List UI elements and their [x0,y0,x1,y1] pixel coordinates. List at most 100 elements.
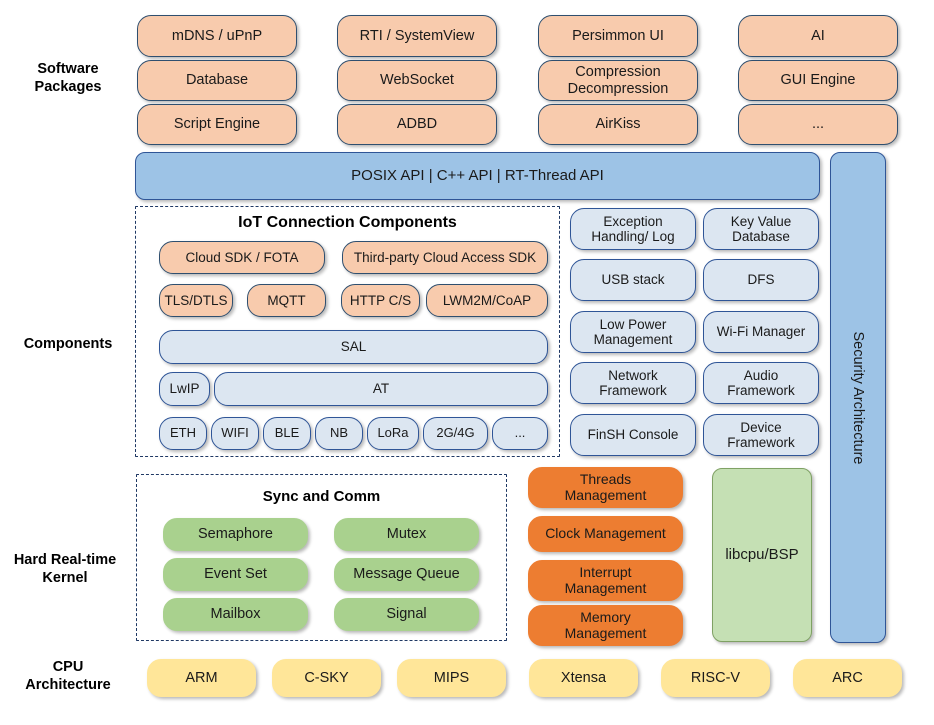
package-persimmon-ui[interactable]: Persimmon UI [538,15,698,57]
kernel-threads-management-line2: Management [564,486,647,503]
iot-link-lora[interactable]: LoRa [367,417,419,450]
row-label-software-packages: Software Packages [6,60,130,96]
iot-link-wifi[interactable]: WIFI [211,417,259,450]
package-adbd-label: ADBD [396,116,438,133]
component-exception-handling-log[interactable]: Exception Handling/ Log [570,208,696,250]
component-network-framework[interactable]: Network Framework [570,362,696,404]
component-wifi-manager[interactable]: Wi-Fi Manager [703,311,819,353]
iot-sal-layer[interactable]: SAL [159,330,548,364]
package-rti-systemview[interactable]: RTI / SystemView [337,15,497,57]
package-gui-engine-label: GUI Engine [780,72,856,89]
kernel-interrupt-management[interactable]: Interrupt Management [528,560,683,601]
package-websocket[interactable]: WebSocket [337,60,497,101]
iot-cloud-sdk-fota-label: Cloud SDK / FOTA [185,249,299,265]
iot-link-more[interactable]: ... [492,417,548,450]
iot-third-party-cloud-sdk-label: Third-party Cloud Access SDK [353,249,537,265]
iot-link-ble[interactable]: BLE [263,417,311,450]
iot-protocol-lwm2m-coap[interactable]: LWM2M/CoAP [426,284,548,317]
kernel-signal[interactable]: Signal [334,598,479,631]
iot-link-eth[interactable]: ETH [159,417,207,450]
component-low-power-management-line2: Management [593,332,673,347]
component-key-value-database-line2: Database [732,229,790,244]
cpu-xtensa[interactable]: Xtensa [529,659,638,697]
row-label-components: Components [6,335,130,353]
iot-third-party-cloud-sdk[interactable]: Third-party Cloud Access SDK [342,241,548,274]
kernel-semaphore[interactable]: Semaphore [163,518,308,551]
kernel-signal-label: Signal [386,606,427,623]
package-more[interactable]: ... [738,104,898,145]
package-database[interactable]: Database [137,60,297,101]
package-airkiss[interactable]: AirKiss [538,104,698,145]
kernel-threads-management[interactable]: Threads Management [528,467,683,508]
component-key-value-database[interactable]: Key Value Database [703,208,819,250]
security-architecture-column[interactable]: Security Architecture [830,152,886,643]
kernel-mutex[interactable]: Mutex [334,518,479,551]
component-usb-stack-label: USB stack [601,272,665,288]
kernel-event-set[interactable]: Event Set [163,558,308,591]
kernel-mutex-label: Mutex [386,526,427,543]
row-label-cpu-line1: CPU [52,659,84,675]
sync-and-comm-title-text: Sync and Comm [262,488,381,505]
security-architecture-label: Security Architecture [850,331,866,464]
iot-protocol-mqtt[interactable]: MQTT [247,284,326,317]
package-ai[interactable]: AI [738,15,898,57]
package-more-label: ... [811,116,825,133]
iot-lwip[interactable]: LwIP [159,372,210,406]
kernel-mailbox[interactable]: Mailbox [163,598,308,631]
component-wifi-manager-label: Wi-Fi Manager [716,324,806,340]
package-script-engine[interactable]: Script Engine [137,104,297,145]
cpu-risc-v[interactable]: RISC-V [661,659,770,697]
iot-protocol-http-cs[interactable]: HTTP C/S [341,284,420,317]
package-gui-engine[interactable]: GUI Engine [738,60,898,101]
iot-at[interactable]: AT [214,372,548,406]
package-compression-label-line2: Decompression [567,80,669,97]
cpu-c-sky[interactable]: C-SKY [272,659,381,697]
iot-protocol-http-cs-label: HTTP C/S [349,292,412,308]
component-device-framework-line2: Framework [727,435,795,450]
package-compression-label-line1: Compression [575,64,661,81]
component-finsh-console[interactable]: FinSH Console [570,414,696,456]
cpu-mips[interactable]: MIPS [397,659,506,697]
cpu-xtensa-label: Xtensa [560,669,607,686]
kernel-mailbox-label: Mailbox [210,606,261,623]
package-compression[interactable]: Compression Decompression [538,60,698,101]
component-finsh-console-label: FinSH Console [587,427,679,443]
iot-link-2g-4g[interactable]: 2G/4G [423,417,488,450]
row-label-components-text: Components [23,336,113,352]
sync-and-comm-group [136,474,507,641]
iot-link-ble-label: BLE [274,425,300,441]
package-ai-label: AI [811,27,825,44]
iot-link-more-label: ... [514,425,526,441]
cpu-arc[interactable]: ARC [793,659,902,697]
libcpu-bsp-label: libcpu/BSP [725,545,799,563]
iot-protocol-tls-dtls[interactable]: TLS/DTLS [159,284,233,317]
iot-at-label: AT [372,381,390,397]
cpu-arm-label: ARM [185,669,218,686]
component-exception-handling-log-line1: Exception [603,213,663,229]
kernel-clock-management[interactable]: Clock Management [528,516,683,552]
kernel-interrupt-management-line2: Management [564,579,647,596]
component-audio-framework-line1: Audio [743,367,779,383]
api-bar[interactable]: POSIX API | C++ API | RT-Thread API [135,152,820,200]
cpu-arm[interactable]: ARM [147,659,256,697]
package-rti-systemview-label: RTI / SystemView [359,27,475,44]
component-usb-stack[interactable]: USB stack [570,259,696,301]
iot-sal-label: SAL [340,339,367,355]
kernel-message-queue[interactable]: Message Queue [334,558,479,591]
package-script-engine-label: Script Engine [173,116,261,133]
package-mdns-upnp[interactable]: mDNS / uPnP [137,15,297,57]
component-audio-framework[interactable]: Audio Framework [703,362,819,404]
kernel-interrupt-management-line1: Interrupt [579,563,632,580]
cpu-risc-v-label: RISC-V [690,669,741,686]
iot-link-nb[interactable]: NB [315,417,363,450]
kernel-event-set-label: Event Set [204,566,267,583]
component-device-framework-line1: Device [740,419,782,435]
iot-cloud-sdk-fota[interactable]: Cloud SDK / FOTA [159,241,325,274]
libcpu-bsp[interactable]: libcpu/BSP [712,468,812,642]
component-network-framework-line1: Network [608,367,658,383]
component-low-power-management[interactable]: Low Power Management [570,311,696,353]
component-device-framework[interactable]: Device Framework [703,414,819,456]
kernel-memory-management[interactable]: Memory Management [528,605,683,646]
component-dfs[interactable]: DFS [703,259,819,301]
package-adbd[interactable]: ADBD [337,104,497,145]
